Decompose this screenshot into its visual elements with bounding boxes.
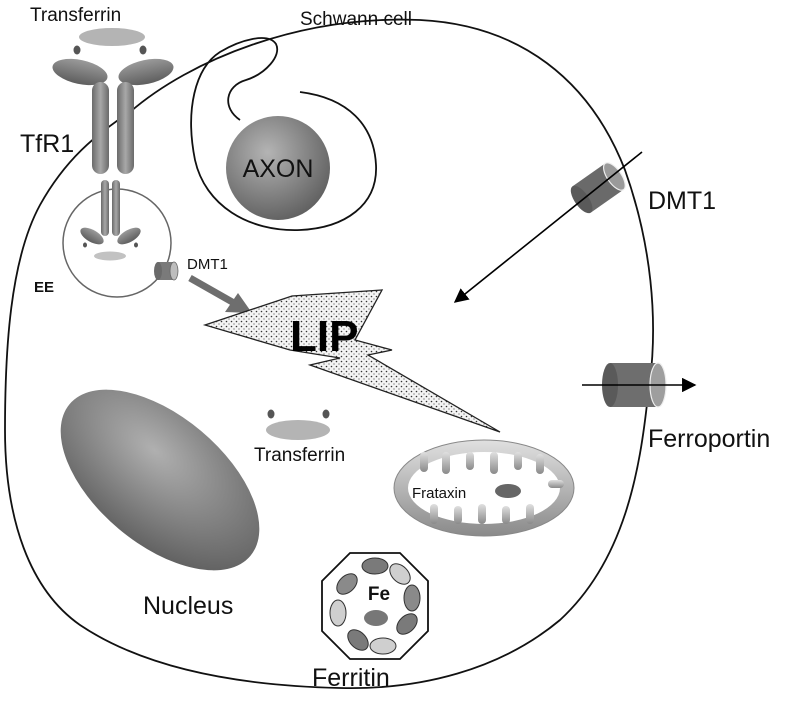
iron-dot — [267, 409, 275, 419]
nucleus-label: Nucleus — [143, 592, 233, 620]
mitochondrion — [393, 439, 575, 537]
cell-membrane — [4, 18, 654, 690]
dmt1-import-arrow — [453, 151, 643, 303]
frataxin-protein — [495, 484, 521, 498]
endosome-tfr1 — [80, 180, 141, 261]
dmt1-endosome-label: DMT1 — [187, 256, 228, 273]
fe-label: Fe — [368, 584, 390, 605]
ferritin-cage — [321, 552, 429, 660]
endosome-to-lip-arrow — [188, 274, 236, 307]
schwann-spiral — [190, 37, 377, 231]
axon — [226, 116, 330, 220]
ferritin-label: Ferritin — [312, 664, 390, 692]
tfr1-label: TfR1 — [20, 130, 74, 158]
transferrin-top — [79, 28, 145, 46]
dmt1-membrane-label: DMT1 — [648, 187, 716, 215]
endosome-to-lip-arrowhead — [225, 293, 252, 313]
lip-label: LIP — [290, 312, 358, 361]
iron-dot — [73, 45, 81, 55]
transferrin-free-label: Transferrin — [254, 445, 345, 466]
transferrin-free — [266, 420, 330, 440]
ferroportin-label: Ferroportin — [648, 425, 770, 453]
iron-dot — [322, 409, 330, 419]
schwann-cell-label: Schwann cell — [300, 9, 412, 30]
axon-label: AXON — [243, 155, 314, 183]
lip-bolt — [202, 289, 501, 433]
dmt1-endosome-channel — [154, 261, 179, 281]
nucleus — [60, 389, 260, 571]
tfr1-receptor — [52, 58, 174, 174]
iron-dot — [139, 45, 147, 55]
ee-label: EE — [34, 279, 54, 296]
frataxin-label: Frataxin — [412, 485, 466, 502]
transferrin-top-label: Transferrin — [30, 5, 121, 26]
